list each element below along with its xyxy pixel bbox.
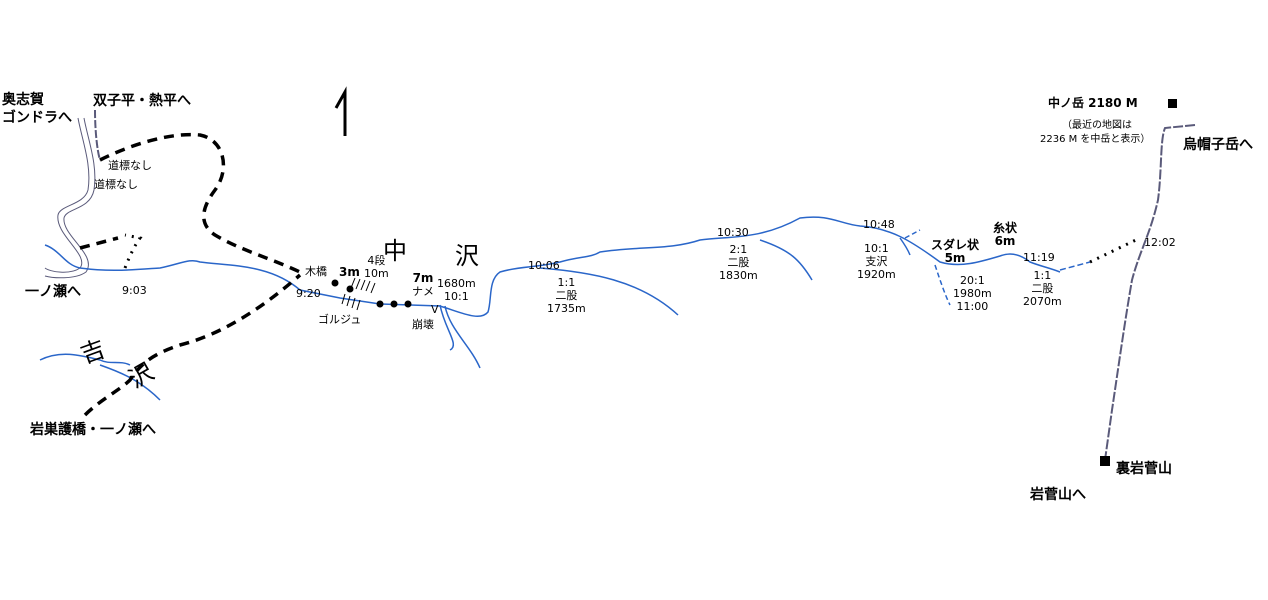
- fork-1830-ratio: 2:1: [729, 243, 748, 256]
- time-1030: 10:30: [717, 226, 749, 239]
- stream-naka-1: 中: [383, 237, 407, 265]
- dotted-route: [123, 233, 1141, 269]
- fork-1735-alt: 1735m: [547, 302, 586, 315]
- peak-note-1: （最近の地図は: [1062, 120, 1132, 131]
- fork-2070-alt: 2070m: [1023, 295, 1062, 308]
- fork-2070-ratio: 1:1: [1033, 269, 1052, 282]
- label-itojo-2: 6m: [994, 234, 1016, 248]
- stream-naka-2: 沢: [455, 242, 479, 270]
- dest-okushiga-2: ゴンドラへ: [2, 110, 72, 126]
- label-4dan-1: 4段: [367, 254, 386, 267]
- dest-futagodaira: 双子平・熱平へ: [93, 93, 191, 109]
- label-itojo-1: 糸状: [993, 221, 1018, 235]
- label-bridge: 木橋: [305, 265, 327, 278]
- dest-eboshi: 烏帽子岳へ: [1183, 137, 1253, 153]
- dest-iwasu: 岩巣護橋・一ノ瀬へ: [30, 422, 156, 438]
- peak-markers: [1100, 99, 1177, 466]
- label-4dan-2: 10m: [364, 267, 389, 280]
- time-1048: 10:48: [863, 218, 895, 231]
- label-sudare-1: スダレ状: [931, 238, 980, 252]
- time-1006: 10:06: [528, 259, 560, 272]
- label-7m-2: ナメ: [412, 285, 434, 298]
- peak-nakanodake: 中ノ岳 2180 M: [1048, 96, 1138, 110]
- hiking-route: [79, 132, 302, 417]
- label-1680-1: 1680m: [437, 277, 476, 290]
- gorge-hatching: [341, 277, 376, 311]
- peak-note-2: 2236 M を中岳と表示）: [1040, 134, 1151, 145]
- label-1680-2: 10:1: [444, 290, 469, 303]
- time-0903: 9:03: [122, 284, 147, 297]
- label-gorge: ゴルジュ: [318, 313, 362, 326]
- trail-okushiga: [44, 117, 96, 279]
- time-1202: 12:02: [1144, 236, 1176, 249]
- time-1119: 11:19: [1023, 251, 1055, 264]
- fork-1735-ratio: 1:1: [557, 276, 576, 289]
- branch-1920-label: 支沢: [865, 255, 888, 268]
- label-collapse: 崩壊: [412, 318, 434, 331]
- fork-1980-time: 11:00: [956, 300, 989, 313]
- dest-ichinose: 一ノ瀬へ: [25, 284, 81, 300]
- no-sign-1: 道標なし: [108, 159, 152, 172]
- dest-okushiga-1: 奥志賀: [2, 92, 44, 108]
- label-v: V: [431, 303, 439, 316]
- fork-1830-label: 二股: [727, 256, 750, 269]
- fork-1830-alt: 1830m: [719, 269, 758, 282]
- branch-1920-ratio: 10:1: [864, 242, 889, 255]
- fork-2070-label: 二股: [1031, 282, 1054, 295]
- dest-iwasugeyama: 岩菅山へ: [1030, 487, 1086, 503]
- fork-1980-alt: 1980m: [953, 287, 992, 300]
- no-sign-2: 道標なし: [94, 178, 138, 191]
- trail-eboshi: [1104, 124, 1196, 461]
- branch-1920-alt: 1920m: [857, 268, 896, 281]
- trail-futagodaira: [94, 109, 101, 161]
- label-3m: 3m: [339, 265, 360, 279]
- label-7m-1: 7m: [412, 271, 434, 285]
- time-0920: 9:20: [296, 287, 321, 300]
- peak-uraiwasuge: 裏岩菅山: [1116, 461, 1172, 477]
- label-sudare-2: 5m: [944, 251, 966, 265]
- north-arrow-icon: [334, 86, 347, 136]
- fork-1980-ratio: 20:1: [960, 274, 985, 287]
- fork-1735-label: 二股: [555, 289, 578, 302]
